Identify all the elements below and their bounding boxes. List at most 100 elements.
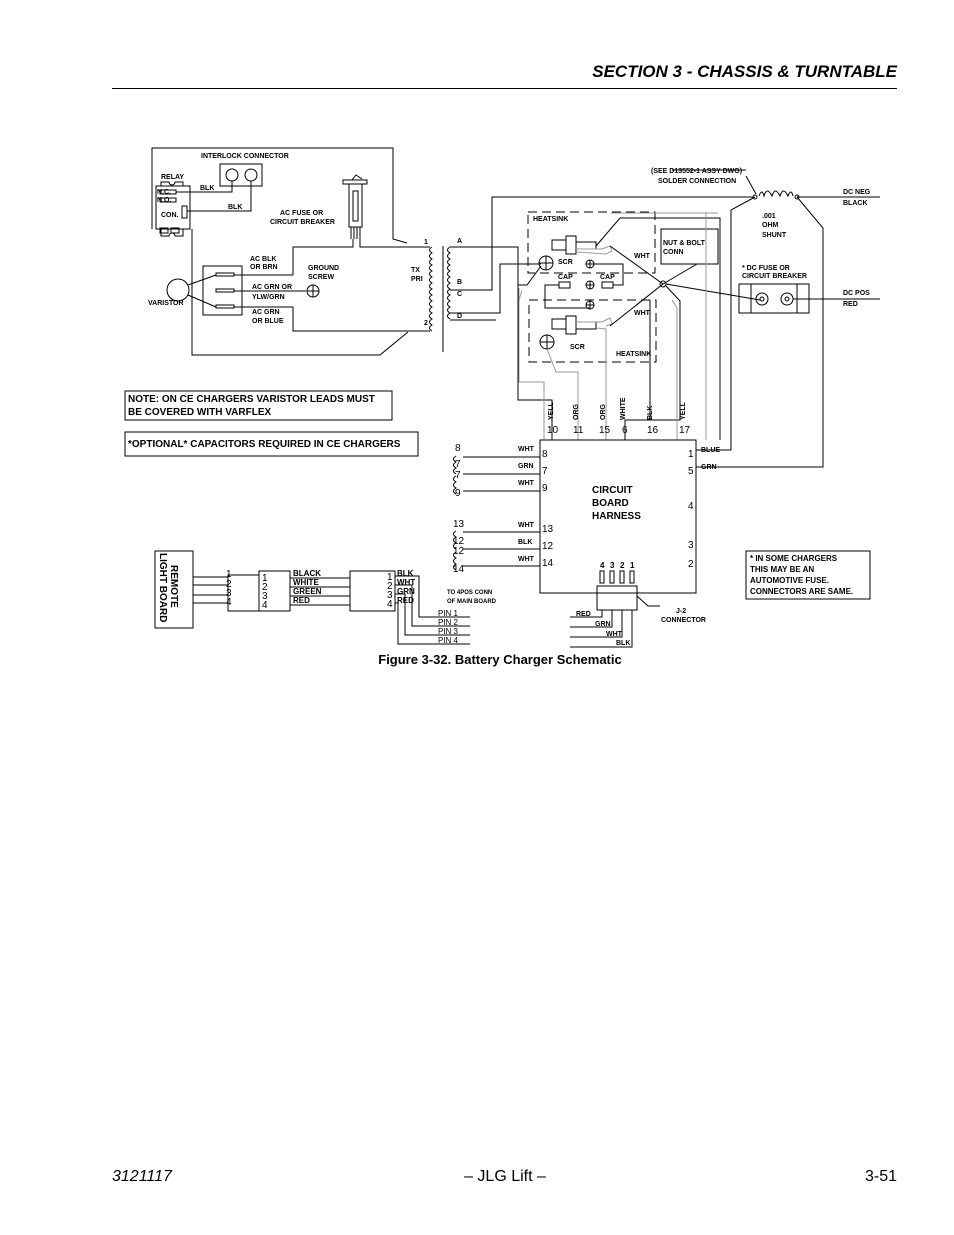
- wire-color: GRN: [595, 621, 611, 628]
- footer-center: – JLG Lift –: [464, 1168, 546, 1185]
- circuit-board-harness: [539, 439, 697, 594]
- pin: 2: [262, 582, 268, 593]
- remote-light-board: [154, 550, 194, 629]
- label: WHT: [634, 253, 651, 260]
- label: WHT: [634, 310, 651, 317]
- label: 1: [424, 239, 428, 246]
- label: RED: [843, 301, 858, 308]
- notes: NOTE: ON CE CHARGERS VARISTOR LEADS MUST…: [128, 394, 853, 667]
- label: DC POS: [843, 290, 870, 297]
- pin: 3: [262, 591, 268, 602]
- board-label: CIRCUIT: [592, 485, 633, 496]
- coil-number: 7: [455, 459, 461, 470]
- label: B: [457, 279, 462, 286]
- label: BLACK: [843, 200, 868, 207]
- label: (SEE D13552-1 ASSY DWG): [651, 168, 742, 175]
- j2-pin: 4: [600, 561, 605, 570]
- label: VARISTOR: [148, 300, 184, 307]
- label: HEATSINK: [616, 351, 651, 358]
- label: HEATSINK: [533, 216, 568, 223]
- pin: 4: [262, 600, 268, 611]
- heatsink-top: [527, 211, 656, 274]
- label: D: [457, 313, 462, 320]
- coil-number: 12: [453, 536, 465, 547]
- ac-wiring: [151, 147, 451, 356]
- wire-color: BLUE: [701, 447, 720, 454]
- board-label: BOARD: [592, 498, 629, 509]
- pin-number: 14: [542, 558, 554, 569]
- board-pin-labels: YELL ORG ORG WHITE BLK YELL 10 11 15 6 1…: [453, 397, 720, 647]
- pin-number: 11: [573, 425, 584, 436]
- pin: 1: [387, 572, 393, 583]
- component-labels: INTERLOCK CONNECTOR RELAY BLK N.C. N.O. …: [148, 153, 871, 358]
- wire-color: WHT: [518, 446, 535, 453]
- ac-fuse: [292, 174, 430, 275]
- label: RELAY: [161, 174, 184, 181]
- pin-number: 9: [542, 483, 548, 494]
- wire-color: WHT: [518, 480, 535, 487]
- fuse-note: * IN SOME CHARGERS: [750, 554, 838, 563]
- cable-connector: [349, 570, 396, 612]
- pin: 2: [387, 581, 393, 592]
- label: CON.: [161, 212, 179, 219]
- label: SCREW: [308, 274, 334, 281]
- coil-number: 13: [453, 519, 465, 530]
- wire-color: GRN: [518, 463, 534, 470]
- cable-color: RED: [397, 596, 414, 605]
- j2-connector: [570, 570, 660, 648]
- ce-varistor-note: BE COVERED WITH VARFLEX: [128, 407, 271, 418]
- label: OR BLUE: [252, 318, 284, 325]
- label: CIRCUIT BREAKER: [742, 273, 807, 280]
- wire-color: WHT: [518, 522, 535, 529]
- pin: 3: [387, 590, 393, 601]
- label: C: [457, 291, 462, 298]
- label: OHM: [762, 222, 779, 229]
- pin-number: 10: [547, 425, 559, 436]
- scr-top: [551, 217, 721, 440]
- main-pin: PIN 2: [438, 618, 459, 627]
- label: 2: [424, 320, 428, 327]
- pin-number: 4: [688, 501, 694, 512]
- pin: 4: [226, 597, 232, 608]
- scr-bottom: [551, 315, 613, 440]
- main-pin: PIN 4: [438, 636, 459, 645]
- fuse-note-box: [745, 550, 871, 600]
- wire-color: YELL: [680, 401, 687, 420]
- tx-secondary-coil: [447, 246, 451, 320]
- label: INTERLOCK CONNECTOR: [201, 153, 289, 160]
- label: N.O.: [157, 197, 171, 204]
- label: SCR: [558, 259, 573, 266]
- label: DC NEG: [843, 189, 871, 196]
- interlock-connector: [219, 163, 263, 187]
- coil-number: 14: [453, 564, 465, 575]
- remote-board-label: LIGHT BOARD: [157, 553, 168, 622]
- ce-varistor-note-box: [124, 390, 393, 421]
- to-main-label: TO 4POS CONN: [447, 590, 492, 596]
- header-rule: [112, 88, 897, 89]
- label: SHUNT: [762, 232, 787, 239]
- label: TX: [411, 267, 420, 274]
- wire-color: WHT: [606, 631, 623, 638]
- pin: 1: [262, 573, 268, 584]
- coil-number: 12: [453, 546, 465, 557]
- pin-number: 5: [688, 466, 694, 477]
- wire-color: BLK: [616, 640, 630, 647]
- label: AC FUSE OR: [280, 210, 323, 217]
- fuse-note: AUTOMOTIVE FUSE.: [750, 576, 829, 585]
- pin: 1: [226, 569, 232, 580]
- wire-color: WHT: [518, 556, 535, 563]
- pin-number: 8: [542, 449, 548, 460]
- ce-varistor-note: NOTE: ON CE CHARGERS VARISTOR LEADS MUST: [128, 394, 375, 405]
- board-label: HARNESS: [592, 511, 641, 522]
- figure-caption: Figure 3-32. Battery Charger Schematic: [378, 652, 621, 667]
- label: CAP: [600, 274, 615, 281]
- cable-color: WHITE: [293, 578, 319, 587]
- j2-label: J-2: [676, 608, 686, 615]
- pin-number: 12: [542, 541, 554, 552]
- varistor: [166, 278, 190, 302]
- dc-wiring: [124, 169, 880, 648]
- heatsink-bottom: [528, 299, 657, 363]
- coil-number: 7: [455, 470, 461, 481]
- label: OR BRN: [250, 264, 278, 271]
